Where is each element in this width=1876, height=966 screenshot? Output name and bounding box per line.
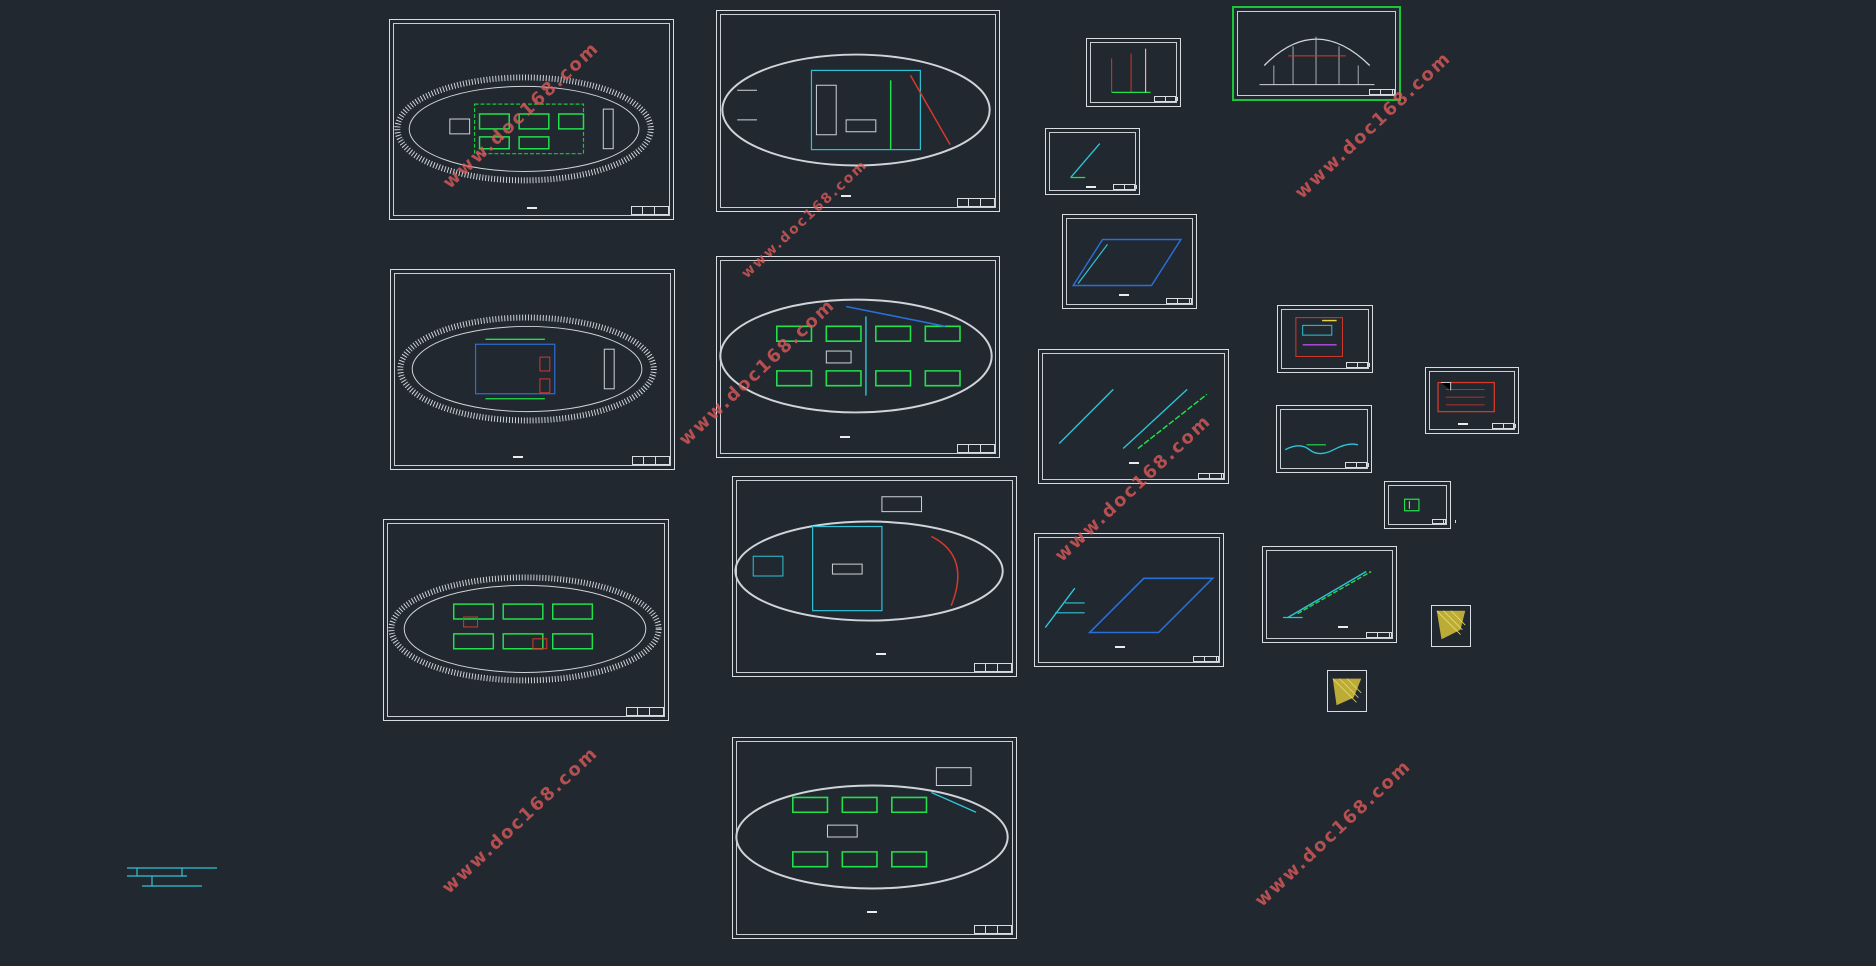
hatch-graphic (1332, 678, 1362, 706)
floor-plan-graphic (735, 767, 1009, 890)
section-graphic (1259, 36, 1375, 86)
floor-plan-graphic (388, 574, 662, 684)
riser-graphic (1071, 238, 1183, 287)
drawing-sheet-hatch-detail-2[interactable] (1327, 670, 1367, 712)
drawing-sheet-section-elevation[interactable] (1232, 6, 1401, 101)
drawing-sheet-floor-plan-6[interactable] (732, 476, 1017, 677)
drawing-sheet-hatch-detail-1[interactable] (1431, 605, 1471, 647)
drawing-sheet-floor-plan-5[interactable] (716, 256, 1000, 458)
detail-graphic (1295, 317, 1343, 357)
drawing-sheet-equipment-room-1[interactable] (1277, 305, 1373, 373)
drawing-sheet-riser-1[interactable] (1086, 38, 1181, 107)
drawing-sheet-riser-3[interactable] (1062, 214, 1197, 309)
floor-plan-graphic (394, 74, 654, 184)
drawing-sheet-floor-plan-7[interactable] (732, 737, 1017, 939)
drawing-sheet-equipment-room-2[interactable] (1425, 367, 1519, 434)
riser-graphic (1111, 48, 1151, 94)
watermark-text: www.doc168.com (1250, 755, 1416, 912)
drawing-sheet-riser-4[interactable] (1038, 349, 1229, 484)
hatch-graphic (1436, 610, 1466, 640)
drawing-sheet-floor-plan-2[interactable] (390, 269, 675, 470)
drawing-sheet-riser-5[interactable] (1034, 533, 1224, 667)
riser-graphic (1282, 570, 1372, 619)
riser-graphic (1284, 443, 1359, 455)
pipe-legend-fragment[interactable] (122, 862, 222, 892)
detail-graphic (1437, 381, 1495, 413)
floor-plan-graphic (721, 53, 991, 167)
watermark-text: www.doc168.com (437, 742, 603, 899)
riser-graphic (1058, 388, 1208, 450)
drawing-sheet-riser-7[interactable] (1262, 546, 1397, 643)
drawing-sheet-riser-6[interactable] (1276, 405, 1372, 473)
floor-plan-graphic (719, 298, 993, 414)
drawing-sheet-floor-plan-1[interactable] (389, 19, 674, 220)
riser-graphic (1070, 143, 1101, 179)
drawing-sheet-small-detail[interactable] (1384, 481, 1456, 529)
riser-graphic (1044, 577, 1215, 634)
drawing-sheet-riser-2[interactable] (1045, 128, 1140, 195)
drawing-sheet-floor-plan-3[interactable] (383, 519, 669, 721)
floor-plan-graphic (734, 496, 1004, 622)
floor-plan-graphic (397, 314, 657, 424)
drawing-sheet-floor-plan-4[interactable] (716, 10, 1000, 212)
detail-graphic (1403, 498, 1420, 512)
